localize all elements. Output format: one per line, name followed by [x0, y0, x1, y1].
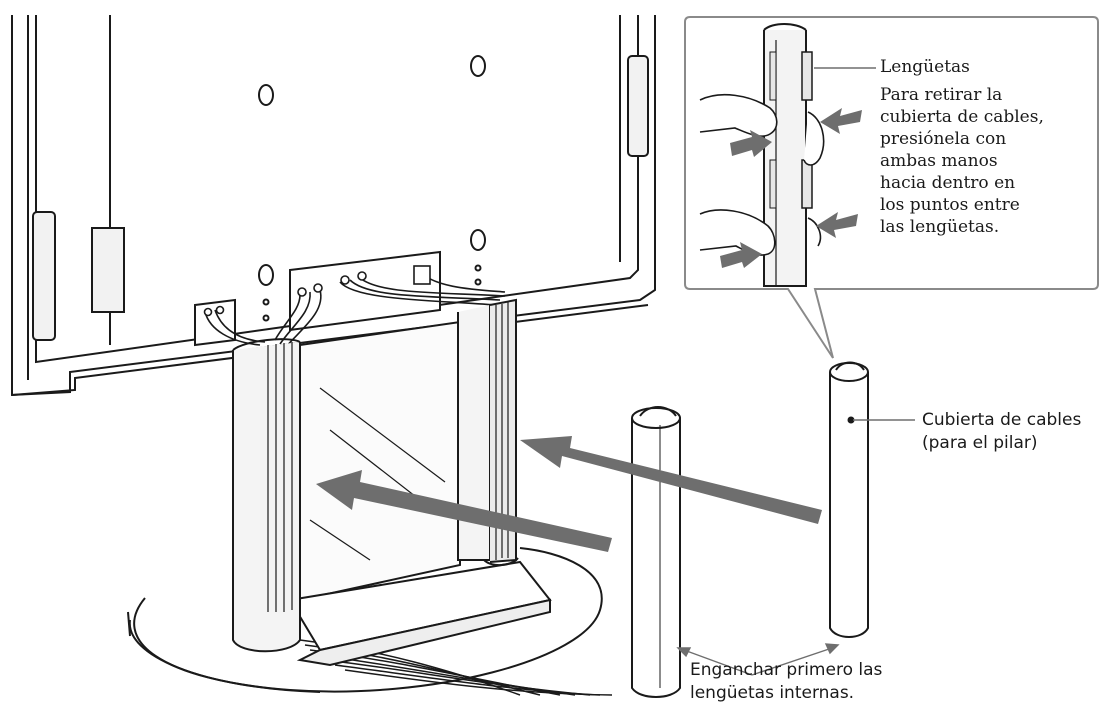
instruction-line: los puntos entre — [880, 195, 1020, 215]
direction-arrows — [316, 436, 822, 552]
hook-first-label-line1: Enganchar primero las — [690, 660, 883, 680]
hook-leader-lines — [676, 643, 840, 676]
cables-top — [203, 265, 506, 349]
hook-first-label-line2: lengüetas internas. — [690, 683, 855, 703]
instruction-line: Para retirar la — [880, 85, 1003, 105]
cable-cover-label-line2: (para el pilar) — [922, 433, 1038, 453]
instruction-line: ambas manos — [880, 151, 998, 171]
instruction-line: las lengüetas. — [880, 217, 1000, 237]
hook-first-label: Enganchar primero las lengüetas internas… — [690, 659, 882, 705]
instruction-line: cubierta de cables, — [880, 107, 1044, 127]
tabs-instructions: Para retirar la cubierta de cables, pres… — [880, 84, 1100, 238]
tabs-label: Lengüetas — [880, 57, 970, 77]
stand-pillars — [232, 298, 552, 667]
cable-cover-near — [631, 406, 681, 698]
cable-cover-label-line1: Cubierta de cables — [922, 410, 1082, 430]
instruction-line: presiónela con — [880, 129, 1007, 149]
callout-box — [684, 16, 1099, 359]
instruction-line: hacia dentro en — [880, 173, 1016, 193]
tv-back-panel — [11, 15, 656, 397]
cable-cover-far — [829, 361, 869, 638]
cable-cover-label: Cubierta de cables (para el pilar) — [922, 409, 1081, 455]
